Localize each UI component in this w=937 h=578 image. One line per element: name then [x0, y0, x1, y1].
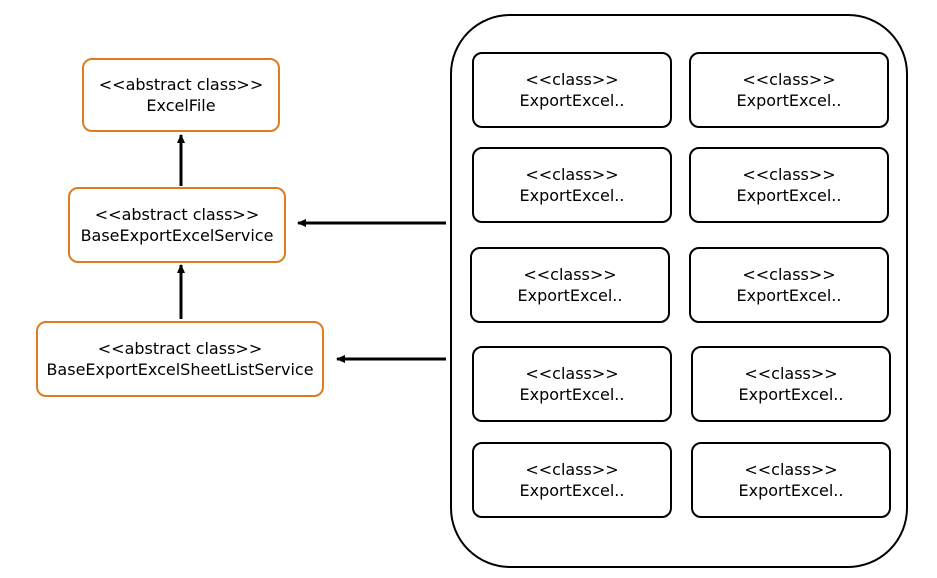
concrete-class-box: <<class>> ExportExcel.. — [470, 247, 670, 323]
class-name: ExportExcel.. — [738, 481, 844, 500]
base-export-excel-service-class-box: <<abstract class>> BaseExportExcelServic… — [68, 187, 286, 263]
concrete-class-box: <<class>> ExportExcel.. — [472, 346, 672, 422]
concrete-class-box: <<class>> ExportExcel.. — [689, 147, 889, 223]
class-name: ExportExcel.. — [519, 385, 625, 404]
excelfile-stereotype: <<abstract class>> — [98, 75, 264, 94]
concrete-class-box: <<class>> ExportExcel.. — [472, 147, 672, 223]
class-stereotype: <<class>> — [523, 265, 617, 284]
class-name: ExportExcel.. — [517, 286, 623, 305]
concrete-class-box: <<class>> ExportExcel.. — [691, 346, 891, 422]
base-export-excel-sheet-list-service-stereotype: <<abstract class>> — [97, 339, 263, 358]
base-export-excel-service-name: BaseExportExcelService — [80, 226, 274, 245]
base-export-excel-sheet-list-service-class-box: <<abstract class>> BaseExportExcelSheetL… — [36, 321, 324, 397]
concrete-class-box: <<class>> ExportExcel.. — [689, 247, 889, 323]
excelfile-name: ExcelFile — [146, 96, 216, 115]
class-stereotype: <<class>> — [744, 364, 838, 383]
class-stereotype: <<class>> — [744, 460, 838, 479]
class-name: ExportExcel.. — [736, 186, 842, 205]
class-name: ExportExcel.. — [519, 186, 625, 205]
class-stereotype: <<class>> — [525, 364, 619, 383]
class-name: ExportExcel.. — [519, 481, 625, 500]
class-stereotype: <<class>> — [742, 265, 836, 284]
class-stereotype: <<class>> — [525, 165, 619, 184]
class-name: ExportExcel.. — [519, 91, 625, 110]
class-stereotype: <<class>> — [525, 460, 619, 479]
concrete-class-box: <<class>> ExportExcel.. — [691, 442, 891, 518]
base-export-excel-sheet-list-service-name: BaseExportExcelSheetListService — [46, 360, 314, 379]
concrete-class-box: <<class>> ExportExcel.. — [472, 442, 672, 518]
concrete-class-box: <<class>> ExportExcel.. — [689, 52, 889, 128]
class-stereotype: <<class>> — [525, 70, 619, 89]
base-export-excel-service-stereotype: <<abstract class>> — [94, 205, 260, 224]
class-stereotype: <<class>> — [742, 70, 836, 89]
concrete-class-box: <<class>> ExportExcel.. — [472, 52, 672, 128]
class-name: ExportExcel.. — [736, 91, 842, 110]
class-name: ExportExcel.. — [736, 286, 842, 305]
excelfile-class-box: <<abstract class>> ExcelFile — [82, 58, 280, 132]
class-stereotype: <<class>> — [742, 165, 836, 184]
class-name: ExportExcel.. — [738, 385, 844, 404]
